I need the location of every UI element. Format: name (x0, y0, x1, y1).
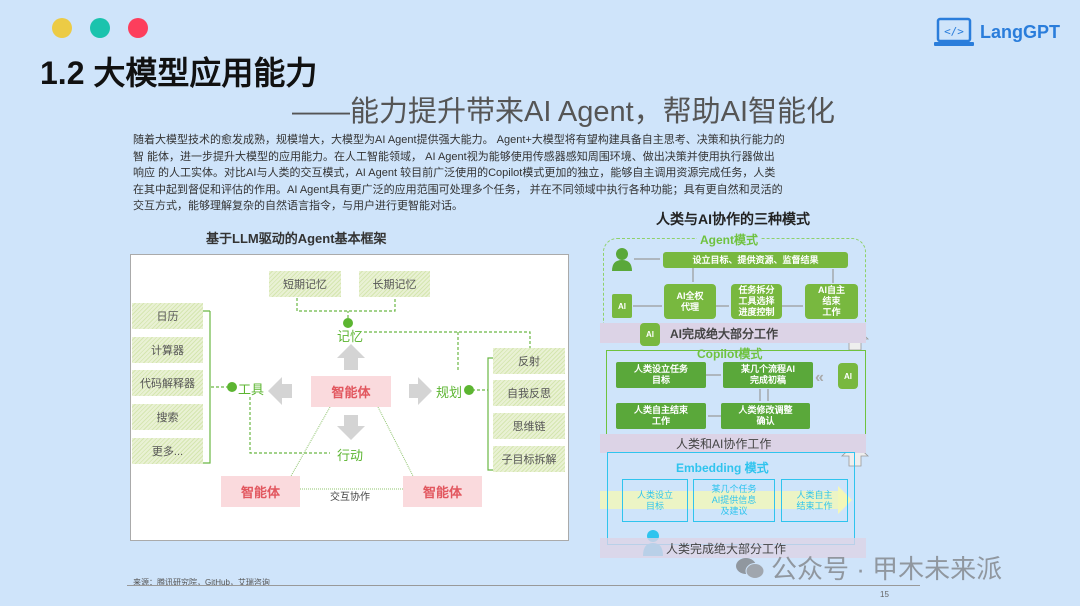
svg-text:</>: </> (944, 25, 964, 38)
embedding-human-set-goal: 人类设立 目标 (622, 479, 688, 522)
code-laptop-icon: </> (934, 17, 974, 46)
plan-subgoal: 子目标拆解 (493, 446, 565, 472)
copilot-human-finish: 人类自主结束 工作 (616, 403, 706, 429)
plan-self-reflection: 自我反思 (493, 380, 565, 406)
collab-label: 交互协作 (330, 492, 370, 503)
tool-more: 更多... (132, 438, 203, 464)
agent-band: AI完成绝大部分工作 (600, 323, 866, 343)
plan-reflection: 反射 (493, 348, 565, 374)
watermark: 公众号 · 甲木未来派 (735, 549, 1002, 586)
footer-divider (127, 585, 920, 586)
copilot-human-revise: 人类修改调整 确认 (721, 403, 810, 429)
watermark-text: 公众号 · 甲木未来派 (771, 554, 1003, 584)
copilot-band: 人类和AI协作工作 (600, 434, 866, 453)
intro-line: 随着大模型技术的愈发成熟，规模增大，大模型为AI Agent提供强大能力。 Ag… (133, 134, 785, 146)
embedding-human-finish: 人类自主 结束工作 (781, 479, 848, 522)
agent-top-box: 设立目标、提供资源、监督结果 (663, 252, 848, 268)
long-term-memory: 长期记忆 (359, 271, 430, 297)
ai-doc-icon: AI (612, 294, 632, 318)
agent-band-label: AI完成绝大部分工作 (670, 326, 779, 341)
memory-label: 记忆 (337, 329, 364, 344)
tool-calculator: 计算器 (132, 337, 203, 363)
tools-label: 工具 (238, 382, 265, 397)
embedding-ai-advice: 某几个任务 AI提供信息 及建议 (693, 479, 775, 522)
copilot-ai-draft: 某几个流程AI 完成初稿 (723, 362, 813, 388)
page-number: 15 (880, 590, 889, 599)
source-note: 来源：腾讯研究院，GitHub，艾瑞咨询 (133, 578, 270, 587)
intro-line: 在其中起到督促和评估的作用。AI Agent具有更广泛的应用范围可处理多个任务，… (133, 183, 783, 196)
embedding-mode-label: Embedding 模式 (676, 461, 769, 475)
embedding-band: 人类完成绝大部分工作 (600, 538, 866, 558)
short-term-memory: 短期记忆 (269, 271, 341, 297)
agent-box-left: 智能体 (221, 476, 300, 507)
agent-step-delegate: AI全权 代理 (664, 284, 716, 319)
yellow-dot (52, 18, 72, 38)
tool-code-interpreter: 代码解释器 (132, 370, 203, 396)
tool-search: 搜索 (132, 404, 203, 430)
ai-doc-icon: AI (838, 363, 858, 389)
tool-calendar: 日历 (132, 303, 203, 329)
action-label: 行动 (337, 448, 364, 463)
intro-line: 响应 的人工实体。对比AI与人类的交互模式，AI Agent 较目前广泛使用的C… (133, 167, 776, 179)
agent-step-task-split: 任务拆分 工具选择 进度控制 (731, 284, 782, 319)
plan-chain-of-thought: 思维链 (493, 413, 565, 439)
embedding-band-label: 人类完成绝大部分工作 (666, 541, 787, 556)
ai-doc-icon: AI (640, 323, 660, 346)
page-title: 1.2 大模型应用能力 (40, 55, 318, 91)
copilot-human-set-goal: 人类设立任务 目标 (616, 362, 706, 388)
agent-mode-label: Agent模式 (697, 231, 761, 248)
framework-title: 基于LLM驱动的Agent基本框架 (206, 231, 387, 246)
copilot-band-label: 人类和AI协作工作 (676, 437, 772, 451)
copilot-mode-label: Copilot模式 (697, 347, 763, 361)
agent-box-center: 智能体 (311, 376, 391, 407)
langgpt-logo: </> LangGPT (934, 17, 1060, 47)
intro-paragraph: 随着大模型技术的愈发成熟，规模增大，大模型为AI Agent提供强大能力。 Ag… (133, 132, 873, 215)
intro-line: 智 能体，进一步提升大模型的应用能力。在人工智能领域， AI Agent视为能够… (133, 150, 775, 163)
intro-line: 交互方式，能够理解复杂的自然语言指令，与用户进行更智能对话。 (133, 200, 463, 212)
teal-dot (90, 18, 110, 38)
planning-label: 规划 (436, 385, 463, 400)
agent-step-ai-finish: AI自主 结束 工作 (805, 284, 858, 319)
logo-text: LangGPT (980, 21, 1060, 42)
agent-box-right: 智能体 (403, 476, 482, 507)
page-subtitle: ——能力提升带来AI Agent，帮助AI智能化 (292, 96, 836, 128)
modes-title: 人类与AI协作的三种模式 (656, 211, 810, 227)
red-dot (128, 18, 148, 38)
wechat-icon (736, 557, 765, 579)
svg-text:«: « (815, 369, 824, 386)
